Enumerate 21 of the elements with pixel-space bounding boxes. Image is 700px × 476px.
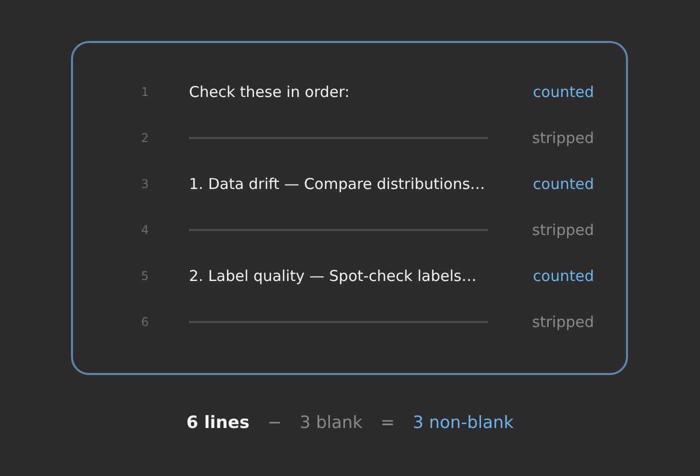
line-count: 6 lines bbox=[186, 412, 250, 435]
line-status: counted bbox=[532, 174, 594, 194]
line-number: 6 bbox=[140, 314, 150, 331]
line-number: 5 bbox=[140, 268, 150, 285]
line-text: Check these in order: bbox=[189, 82, 350, 102]
equals-sign: = bbox=[380, 412, 395, 435]
line-number: 2 bbox=[140, 130, 150, 147]
line-text: 1. Data drift — Compare distributions… bbox=[189, 174, 486, 194]
line-status: stripped bbox=[532, 220, 594, 240]
line-number: 3 bbox=[140, 176, 150, 193]
blank-count: 3 blank bbox=[300, 412, 363, 435]
minus-sign: − bbox=[268, 412, 282, 435]
line-list-panel bbox=[71, 41, 628, 375]
line-number: 4 bbox=[140, 222, 150, 239]
line-status: counted bbox=[532, 266, 594, 286]
line-status: counted bbox=[532, 82, 594, 102]
non-blank-count: 3 non-blank bbox=[412, 412, 514, 435]
line-status: stripped bbox=[532, 128, 594, 148]
line-status: stripped bbox=[532, 312, 594, 332]
line-number: 1 bbox=[140, 84, 150, 101]
line-text: 2. Label quality — Spot-check labels… bbox=[189, 266, 476, 286]
